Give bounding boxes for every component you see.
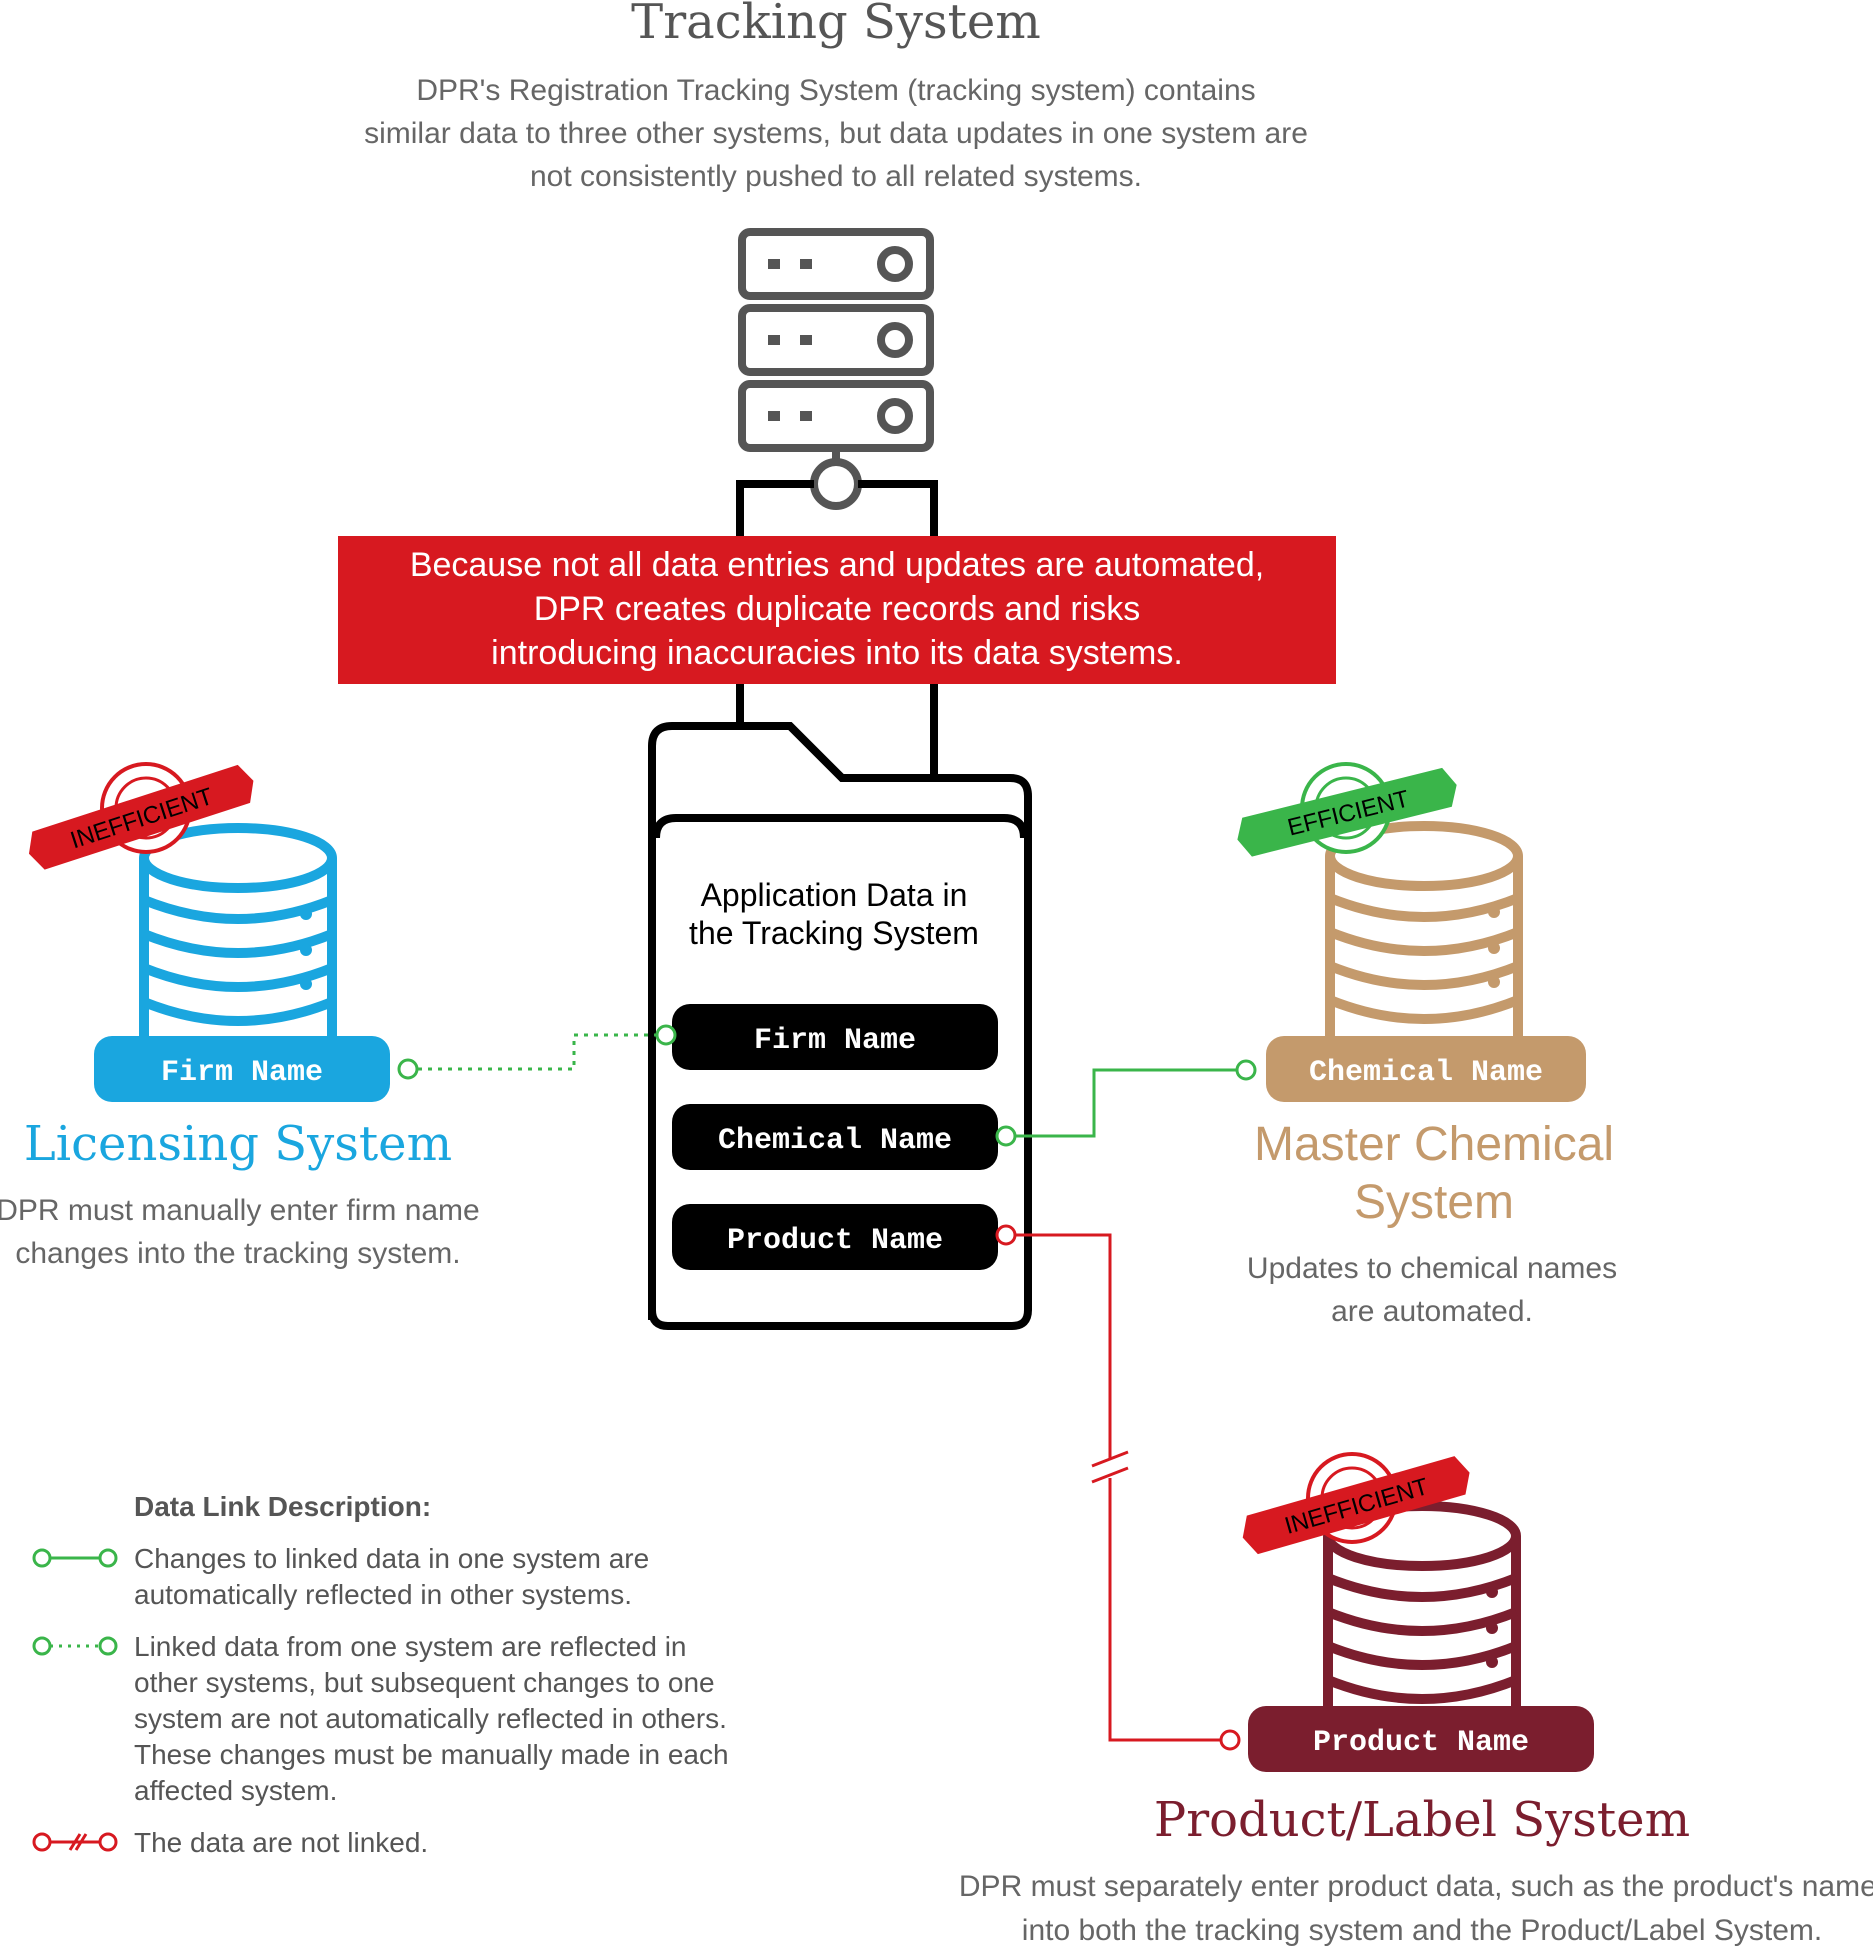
field-pill-label: Firm Name [161, 1056, 323, 1090]
server-to-folder-connector [736, 480, 938, 780]
header-description-line: DPR's Registration Tracking System (trac… [416, 74, 1255, 107]
legend-item-text: Changes to linked data in one system are [134, 1543, 649, 1574]
system-name-line: Master Chemical [1254, 1118, 1614, 1171]
link-solid-chemical-name [995, 1059, 1257, 1147]
system-note-line: are automated. [1331, 1295, 1533, 1328]
legend-item-text: Linked data from one system are reflecte… [134, 1631, 687, 1662]
connector-circle-icon [397, 1058, 419, 1080]
system-note-line: DPR must manually enter firm name [0, 1194, 480, 1227]
field-pill-label: Firm Name [754, 1024, 916, 1058]
folder-title-line: Application Data in [701, 877, 968, 913]
connector-circle-icon [655, 1024, 677, 1046]
system-note-product-label: DPR must separately enter product data, … [959, 1870, 1873, 1947]
database-dots [300, 908, 312, 990]
field-pill-firm-name: Firm Name [672, 1004, 998, 1070]
system-name-master-chemical: Master Chemical System [1254, 1118, 1614, 1229]
system-note-line: changes into the tracking system. [15, 1237, 460, 1270]
legend-item-text: The data are not linked. [134, 1827, 428, 1858]
connector-circle-icon [1219, 1729, 1241, 1751]
legend-item-text: affected system. [134, 1775, 337, 1806]
alert-banner [338, 536, 1336, 684]
system-note-line: DPR must separately enter product data, … [959, 1870, 1873, 1903]
legend-broken-line-icon [32, 1832, 118, 1852]
folder-title-line: the Tracking System [689, 915, 979, 951]
link-broken-product-name [995, 1224, 1241, 1751]
field-pill-label: Chemical Name [718, 1124, 952, 1158]
legend-item-text: automatically reflected in other systems… [134, 1579, 632, 1610]
legend-title: Data Link Description: [134, 1491, 431, 1522]
legend-item-text: These changes must be manually made in e… [134, 1739, 729, 1770]
server-icon [738, 228, 934, 510]
system-note-master-chemical: Updates to chemical names are automated. [1247, 1252, 1617, 1328]
legend-item-text: system are not automatically reflected i… [134, 1703, 727, 1734]
link-dotted-firm-name [397, 1024, 677, 1080]
header-description: DPR's Registration Tracking System (trac… [364, 74, 1308, 193]
system-note-line: into both the tracking system and the Pr… [1022, 1914, 1822, 1947]
system-name-product-label: Product/Label System [1154, 1792, 1690, 1848]
field-pill-licensing: Firm Name [94, 1036, 390, 1102]
system-note-line: Updates to chemical names [1247, 1252, 1617, 1285]
database-icon-licensing [139, 823, 337, 1036]
field-pill-label: Product Name [1313, 1726, 1529, 1760]
database-icon-master-chemical [1325, 821, 1523, 1036]
system-name-licensing: Licensing System [24, 1116, 452, 1172]
legend-dotted-line-icon [32, 1636, 118, 1656]
field-pill-label: Product Name [727, 1224, 943, 1258]
system-note-licensing: DPR must manually enter firm name change… [0, 1194, 480, 1270]
alert-text: Because not all data entries and updates… [410, 546, 1264, 672]
legend-solid-line-icon [32, 1548, 118, 1568]
connector-circle-icon [1235, 1059, 1257, 1081]
field-pill-chemical-name: Chemical Name [672, 1104, 998, 1170]
alert-line: DPR creates duplicate records and risks [534, 590, 1141, 628]
header-description-line: not consistently pushed to all related s… [530, 160, 1142, 193]
header-description-line: similar data to three other systems, but… [364, 117, 1308, 150]
legend-item-text: other systems, but subsequent changes to… [134, 1667, 715, 1698]
system-name-line: System [1354, 1176, 1514, 1229]
server-indicator-lights [768, 259, 812, 421]
alert-line: introducing inaccuracies into its data s… [491, 634, 1183, 672]
database-dots [1486, 1586, 1498, 1668]
field-pill-product-name: Product Name [672, 1204, 998, 1270]
field-pill-master-chemical: Chemical Name [1266, 1036, 1586, 1102]
folder-title: Application Data in the Tracking System [689, 877, 979, 951]
database-dots [1488, 906, 1500, 988]
alert-line: Because not all data entries and updates… [410, 546, 1264, 584]
page-title: Tracking System [631, 0, 1041, 50]
legend: Data Link Description: Changes to linked… [32, 1491, 729, 1858]
connector-circle-icon [995, 1125, 1017, 1147]
field-pill-product-label: Product Name [1248, 1706, 1594, 1772]
field-pill-label: Chemical Name [1309, 1056, 1543, 1090]
connector-circle-icon [995, 1224, 1017, 1246]
